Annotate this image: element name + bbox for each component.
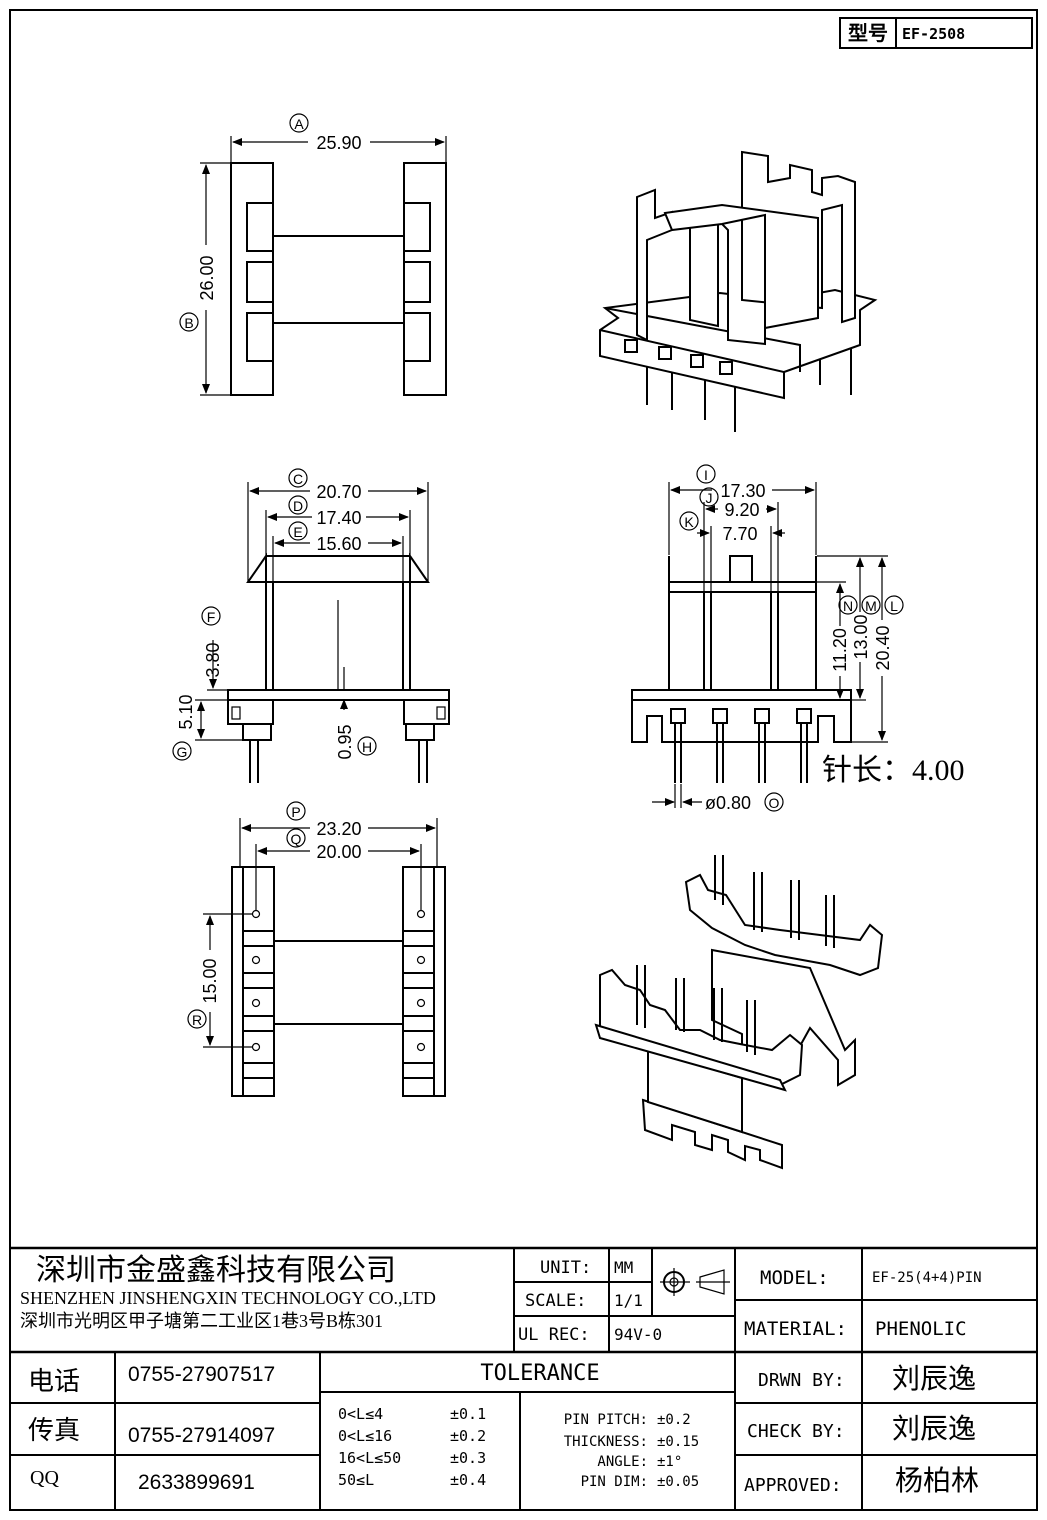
tolerance-range-4: 50≤L bbox=[338, 1471, 374, 1489]
phone-label: 电话 bbox=[28, 1367, 80, 1396]
side-view: 17.30 I 9.20 J 7.70 K 11.20 13.00 20.40 bbox=[631, 464, 965, 813]
dim-h-value: 0.95 bbox=[335, 724, 355, 759]
check-by-label: CHECK BY: bbox=[747, 1421, 845, 1442]
thickness-label: THICKNESS: bbox=[564, 1434, 648, 1450]
scale-value: 1/1 bbox=[614, 1291, 643, 1310]
angle-value: ±1° bbox=[657, 1454, 682, 1470]
company-address: 深圳市光明区甲子塘第二工业区1巷3号B栋301 bbox=[20, 1311, 383, 1331]
dim-m-value: 13.00 bbox=[851, 614, 871, 659]
dim-g-value: 5.10 bbox=[176, 694, 196, 729]
pin-diameter: ø0.80 bbox=[705, 793, 751, 813]
label-q: Q bbox=[291, 831, 302, 847]
dim-e-value: 15.60 bbox=[316, 534, 361, 554]
tolerance-value-4: ±0.4 bbox=[450, 1471, 486, 1489]
label-i: I bbox=[704, 467, 708, 483]
label-m: M bbox=[865, 598, 877, 614]
dim-r-value: 15.00 bbox=[200, 958, 220, 1003]
label-l: L bbox=[890, 598, 898, 614]
fax-label: 传真 bbox=[28, 1416, 80, 1445]
tolerance-value-2: ±0.2 bbox=[450, 1427, 486, 1445]
label-b: B bbox=[184, 315, 193, 331]
type-header-box: 型号 EF-2508 bbox=[839, 17, 1033, 49]
thickness-value: ±0.15 bbox=[657, 1434, 699, 1450]
unit-label: UNIT: bbox=[540, 1258, 591, 1278]
dim-c-value: 20.70 bbox=[316, 482, 361, 502]
title-block: 深圳市金盛鑫科技有限公司 SHENZHEN JINSHENGXIN TECHNO… bbox=[10, 1246, 1037, 1510]
dim-p-value: 23.20 bbox=[316, 819, 361, 839]
label-k: K bbox=[684, 514, 694, 530]
unit-value: MM bbox=[614, 1258, 633, 1277]
label-d: D bbox=[293, 498, 303, 514]
phone-value: 0755-27907517 bbox=[128, 1363, 275, 1386]
qq-value: 2633899691 bbox=[138, 1471, 255, 1494]
fax-value: 0755-27914097 bbox=[128, 1424, 275, 1447]
company-name-en: SHENZHEN JINSHENGXIN TECHNOLOGY CO.,LTD bbox=[20, 1288, 436, 1308]
tolerance-title: TOLERANCE bbox=[480, 1361, 599, 1386]
tolerance-range-2: 0<L≤16 bbox=[338, 1427, 392, 1445]
material-label: MATERIAL: bbox=[744, 1318, 847, 1340]
pin-length-note: 针长：4.00 bbox=[822, 754, 965, 787]
dim-l-value: 20.40 bbox=[873, 625, 893, 670]
front-view: 20.70 C 17.40 D 15.60 E 3.80 F 5.10 G 0. bbox=[172, 468, 450, 783]
label-j: J bbox=[706, 490, 713, 506]
dim-a-value: 25.90 bbox=[316, 133, 361, 153]
pin-pitch-value: ±0.2 bbox=[657, 1412, 691, 1428]
ul-rec-label: UL REC: bbox=[518, 1325, 590, 1345]
ul-rec-value: 94V-0 bbox=[614, 1325, 662, 1344]
model-label: MODEL: bbox=[760, 1267, 829, 1289]
projection-symbol-icon bbox=[660, 1268, 730, 1296]
label-a: A bbox=[294, 116, 304, 132]
approved-value: 杨柏林 bbox=[895, 1465, 979, 1497]
tolerance-value-1: ±0.1 bbox=[450, 1405, 486, 1423]
sheet-border bbox=[9, 9, 1038, 1511]
company-name-cn: 深圳市金盛鑫科技有限公司 bbox=[36, 1254, 396, 1287]
model-value: EF-25(4+4)PIN bbox=[872, 1270, 982, 1286]
dim-j-value: 9.20 bbox=[724, 500, 759, 520]
label-c: C bbox=[293, 471, 303, 487]
material-value: PHENOLIC bbox=[875, 1318, 967, 1340]
label-h: H bbox=[362, 739, 372, 755]
isometric-view-top bbox=[599, 150, 878, 432]
dim-i-value: 17.30 bbox=[720, 481, 765, 501]
label-r: R bbox=[192, 1012, 202, 1028]
drawn-by-value: 刘辰逸 bbox=[892, 1363, 976, 1395]
type-value: EF-2508 bbox=[902, 25, 965, 43]
dim-k-value: 7.70 bbox=[722, 524, 757, 544]
label-f: F bbox=[207, 609, 216, 625]
type-label: 型号 bbox=[848, 22, 888, 45]
label-p: P bbox=[291, 804, 300, 820]
isometric-view-bottom bbox=[594, 855, 884, 1170]
dim-q-value: 20.00 bbox=[316, 842, 361, 862]
label-n: N bbox=[843, 598, 853, 614]
dim-d-value: 17.40 bbox=[316, 508, 361, 528]
pin-dim-value: ±0.05 bbox=[657, 1474, 699, 1490]
drawn-by-label: DRWN BY: bbox=[758, 1370, 845, 1391]
check-by-value: 刘辰逸 bbox=[892, 1413, 976, 1445]
dim-n-value: 11.20 bbox=[830, 628, 850, 672]
tolerance-range-1: 0<L≤4 bbox=[338, 1405, 383, 1423]
dim-f-value: 3.80 bbox=[203, 642, 223, 677]
pin-pitch-label: PIN PITCH: bbox=[564, 1412, 648, 1428]
label-g: G bbox=[177, 744, 188, 760]
label-o: O bbox=[769, 795, 780, 811]
angle-label: ANGLE: bbox=[597, 1454, 648, 1470]
dim-b-value: 26.00 bbox=[197, 255, 217, 300]
bottom-view: 23.20 P 20.00 Q 15.00 R bbox=[187, 801, 446, 1097]
tolerance-value-3: ±0.3 bbox=[450, 1449, 486, 1467]
tolerance-range-3: 16<L≤50 bbox=[338, 1449, 401, 1467]
pin-dim-label: PIN DIM: bbox=[581, 1474, 648, 1490]
label-e: E bbox=[293, 524, 302, 540]
qq-label: QQ bbox=[30, 1467, 59, 1489]
approved-label: APPROVED: bbox=[744, 1475, 842, 1496]
top-view: 25.90 A 26.00 B bbox=[179, 113, 447, 396]
scale-label: SCALE: bbox=[525, 1291, 586, 1311]
